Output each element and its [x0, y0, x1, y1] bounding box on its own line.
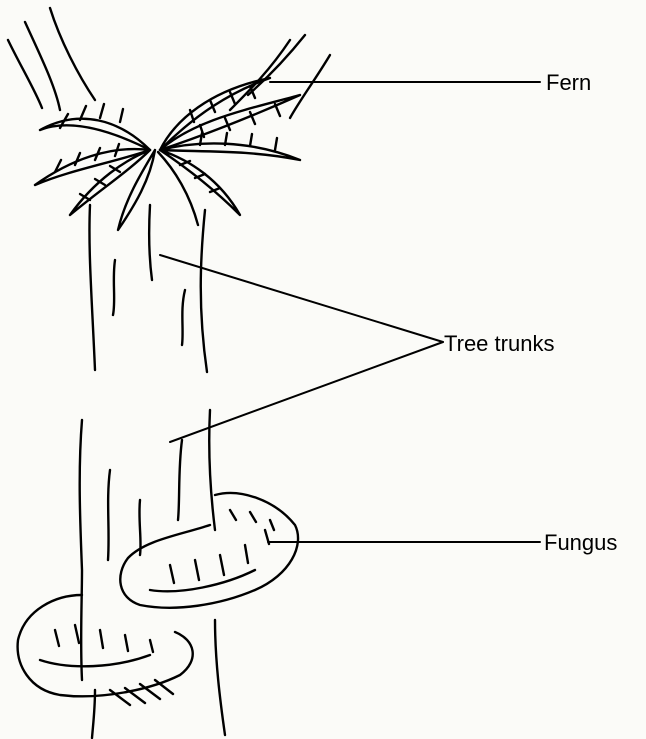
fungus-upper-bracket	[120, 493, 298, 608]
lower-tree-trunk	[80, 410, 225, 738]
fungus-lower-bracket	[18, 595, 193, 705]
fungus-label: Fungus	[544, 532, 617, 554]
upper-tree-trunk	[89, 205, 207, 372]
lower-trunk-leader-line	[170, 342, 443, 442]
fern-label: Fern	[546, 72, 591, 94]
tree-trunks-label: Tree trunks	[444, 333, 554, 355]
fern-fronds	[35, 78, 300, 230]
background-branches	[8, 8, 330, 118]
